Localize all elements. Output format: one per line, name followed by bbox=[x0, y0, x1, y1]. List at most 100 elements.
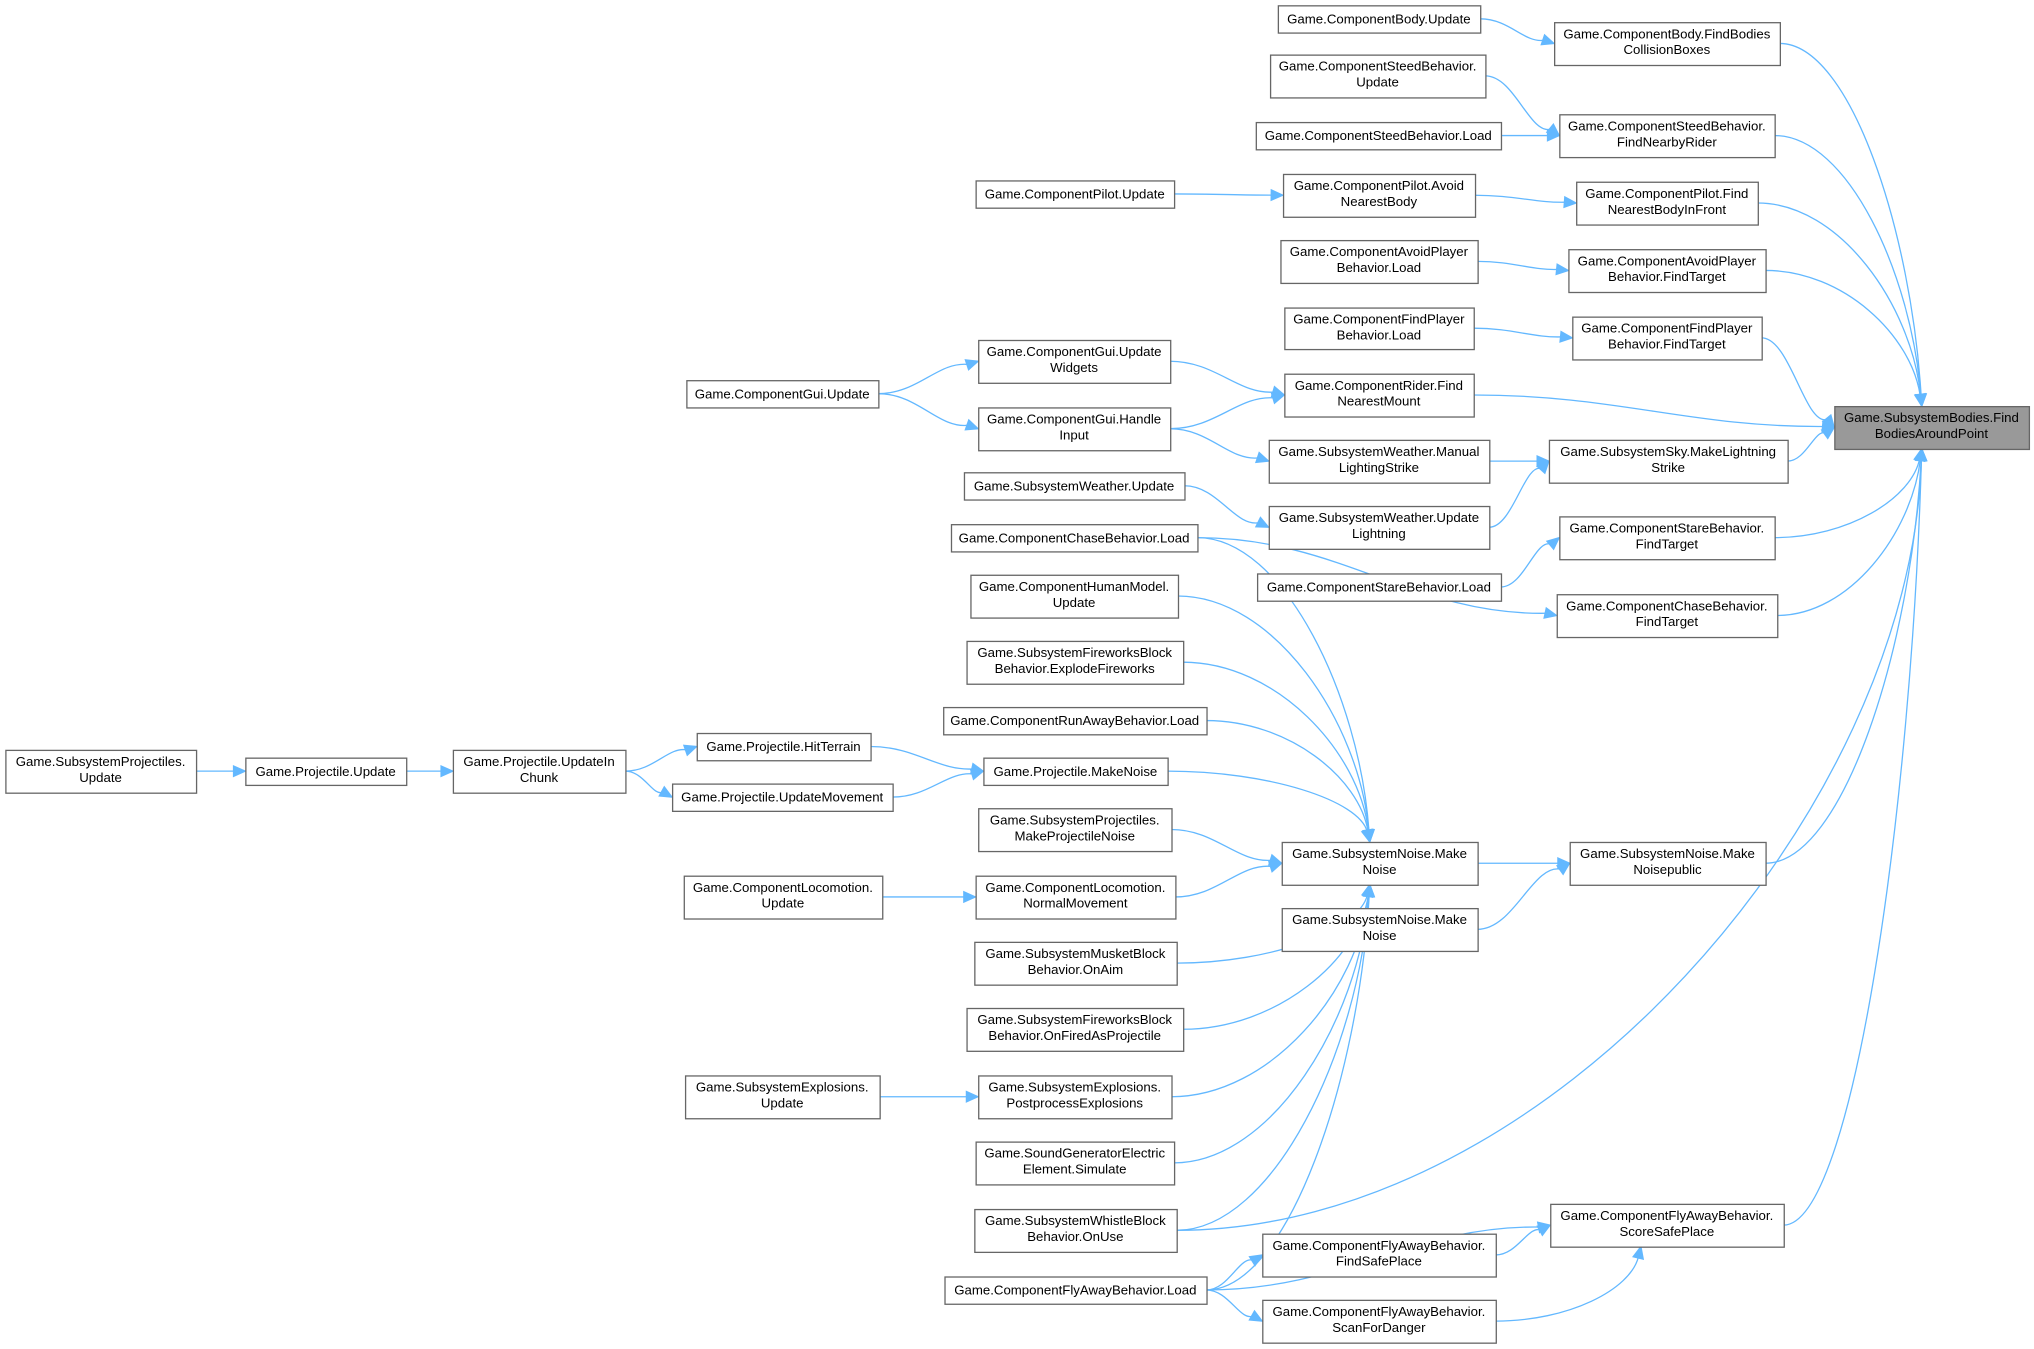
function-node[interactable]: Game.Projectile.MakeNoise bbox=[983, 757, 1169, 787]
function-node[interactable]: Game.Projectile.UpdateMovement bbox=[671, 783, 894, 812]
function-node[interactable]: Game.ComponentFlyAwayBehavior.FindSafePl… bbox=[1262, 1233, 1497, 1278]
function-node[interactable]: Game.SubsystemNoise.MakeNoise bbox=[1281, 841, 1479, 886]
node-label: Update bbox=[761, 1095, 804, 1110]
function-node[interactable]: Game.ComponentChaseBehavior.Load bbox=[950, 524, 1199, 553]
function-node[interactable]: Game.Projectile.HitTerrain bbox=[696, 732, 872, 762]
function-node[interactable]: Game.ComponentChaseBehavior.FindTarget bbox=[1556, 594, 1779, 639]
node-box bbox=[975, 1141, 1176, 1186]
edge-scanDanger-to-scoreSafe bbox=[1495, 1256, 1640, 1322]
node-label: Game.ComponentFlyAwayBehavior. bbox=[1560, 1208, 1773, 1223]
edge-arrowhead-icon bbox=[964, 359, 980, 371]
function-node[interactable]: Game.Projectile.Update bbox=[245, 757, 408, 787]
edge-arrowhead-icon bbox=[1360, 828, 1373, 844]
node-label: Widgets bbox=[1050, 360, 1098, 375]
edge-arrowhead-icon bbox=[1248, 1309, 1264, 1322]
node-label: Game.SubsystemExplosions. bbox=[988, 1080, 1161, 1095]
node-label: FindTarget bbox=[1636, 536, 1699, 551]
function-node[interactable]: Game.ComponentStareBehavior.Load bbox=[1256, 573, 1503, 602]
node-box bbox=[1834, 405, 2031, 451]
node-box bbox=[966, 640, 1185, 685]
function-node[interactable]: Game.ComponentLocomotion.Update bbox=[683, 875, 884, 920]
node-label: Game.ComponentLocomotion. bbox=[985, 880, 1165, 895]
function-node[interactable]: Game.ComponentSteedBehavior.FindNearbyRi… bbox=[1559, 114, 1776, 159]
function-node[interactable]: Game.ComponentGui.Update bbox=[686, 380, 880, 409]
function-node[interactable]: Game.SubsystemWeather.ManualLightingStri… bbox=[1268, 439, 1491, 484]
edge-avoidNearest-to-nearestFront bbox=[1474, 194, 1566, 203]
node-label: Behavior.ExplodeFireworks bbox=[995, 661, 1156, 676]
function-node[interactable]: Game.ComponentFlyAwayBehavior.Load bbox=[944, 1276, 1208, 1305]
function-node[interactable]: Game.ComponentPilot.Update bbox=[975, 180, 1176, 209]
function-node[interactable]: Game.ComponentSteedBehavior.Update bbox=[1269, 54, 1487, 99]
node-box bbox=[1281, 907, 1479, 953]
node-label: NearestBody bbox=[1341, 194, 1418, 209]
focus-function-node[interactable]: Game.SubsystemBodies.FindBodiesAroundPoi… bbox=[1834, 405, 2031, 451]
node-label: MakeProjectileNoise bbox=[1014, 828, 1135, 843]
function-node[interactable]: Game.ComponentBody.Update bbox=[1277, 5, 1482, 34]
node-box bbox=[943, 706, 1208, 736]
function-node[interactable]: Game.SubsystemFireworksBlockBehavior.Exp… bbox=[966, 640, 1185, 685]
function-node[interactable]: Game.ComponentRunAwayBehavior.Load bbox=[943, 706, 1208, 736]
edge-guiInput-to-riderMount bbox=[1170, 397, 1275, 430]
function-node[interactable]: Game.ComponentBody.FindBodiesCollisionBo… bbox=[1554, 22, 1782, 67]
function-node[interactable]: Game.ComponentLocomotion.NormalMovement bbox=[975, 875, 1177, 920]
function-node[interactable]: Game.ComponentFlyAwayBehavior.ScoreSafeP… bbox=[1550, 1203, 1785, 1248]
node-box bbox=[983, 757, 1169, 787]
node-label: ScanForDanger bbox=[1332, 1320, 1426, 1335]
edge-guiUpdate-to-guiWidgets bbox=[878, 363, 969, 395]
node-label: Game.ComponentSteedBehavior.Load bbox=[1265, 128, 1492, 143]
function-node[interactable]: Game.ComponentSteedBehavior.Load bbox=[1255, 121, 1503, 151]
edge-guiWidgets-to-riderMount bbox=[1170, 360, 1275, 393]
node-box bbox=[975, 875, 1177, 920]
node-label: Game.SubsystemSky.MakeLightning bbox=[1560, 444, 1776, 459]
node-label: Behavior.Load bbox=[1337, 328, 1422, 343]
node-label: Update bbox=[1053, 595, 1096, 610]
node-label: Game.Projectile.UpdateMovement bbox=[681, 790, 883, 805]
function-node[interactable]: Game.SubsystemNoise.MakeNoise bbox=[1281, 907, 1479, 953]
edge-flyLoad-to-findSafe bbox=[1206, 1259, 1254, 1291]
function-node[interactable]: Game.SoundGeneratorElectricElement.Simul… bbox=[975, 1141, 1176, 1186]
node-label: Game.ComponentRider.Find bbox=[1295, 378, 1463, 393]
function-node[interactable]: Game.ComponentPilot.FindNearestBodyInFro… bbox=[1576, 181, 1759, 226]
node-label: Game.SubsystemFireworksBlock bbox=[977, 645, 1172, 660]
node-box bbox=[1548, 439, 1789, 484]
node-label: Game.ComponentFlyAwayBehavior.Load bbox=[954, 1283, 1196, 1298]
node-label: Game.ComponentFlyAwayBehavior. bbox=[1272, 1304, 1485, 1319]
edge-arrowhead-icon bbox=[1632, 1244, 1645, 1260]
node-label: Input bbox=[1059, 427, 1089, 442]
function-node[interactable]: Game.ComponentStareBehavior.FindTarget bbox=[1559, 516, 1776, 561]
edge-avoidFind-to-target bbox=[1765, 269, 1921, 396]
edge-locoNormal-to-noise1 bbox=[1175, 865, 1272, 898]
function-node[interactable]: Game.ComponentHumanModel.Update bbox=[970, 574, 1180, 619]
function-node[interactable]: Game.SubsystemExplosions.PostprocessExpl… bbox=[978, 1075, 1173, 1120]
node-label: Element.Simulate bbox=[1023, 1162, 1127, 1177]
function-node[interactable]: Game.ComponentAvoidPlayerBehavior.FindTa… bbox=[1568, 249, 1767, 294]
function-node[interactable]: Game.SubsystemProjectiles.Update bbox=[5, 749, 198, 794]
function-node[interactable]: Game.ComponentFlyAwayBehavior.ScanForDan… bbox=[1262, 1299, 1497, 1344]
function-node[interactable]: Game.SubsystemExplosions.Update bbox=[684, 1075, 881, 1120]
edge-projNoise-to-noise1 bbox=[1167, 770, 1368, 832]
function-node[interactable]: Game.SubsystemProjectiles.MakeProjectile… bbox=[978, 808, 1173, 853]
node-label: Game.SubsystemProjectiles. bbox=[990, 812, 1160, 827]
node-box bbox=[1569, 841, 1767, 886]
edge-arrowhead-icon bbox=[1270, 188, 1285, 202]
node-label: Game.Projectile.HitTerrain bbox=[706, 739, 860, 754]
node-label: Update bbox=[1356, 75, 1399, 90]
function-node[interactable]: Game.SubsystemFireworksBlockBehavior.OnF… bbox=[966, 1007, 1185, 1052]
edge-arrowhead-icon bbox=[1543, 606, 1559, 619]
function-node[interactable]: Game.ComponentFindPlayerBehavior.FindTar… bbox=[1572, 316, 1763, 361]
function-node[interactable]: Game.SubsystemWeather.Update bbox=[963, 472, 1186, 501]
node-label: NearestMount bbox=[1337, 394, 1420, 409]
node-label: Update bbox=[762, 896, 805, 911]
